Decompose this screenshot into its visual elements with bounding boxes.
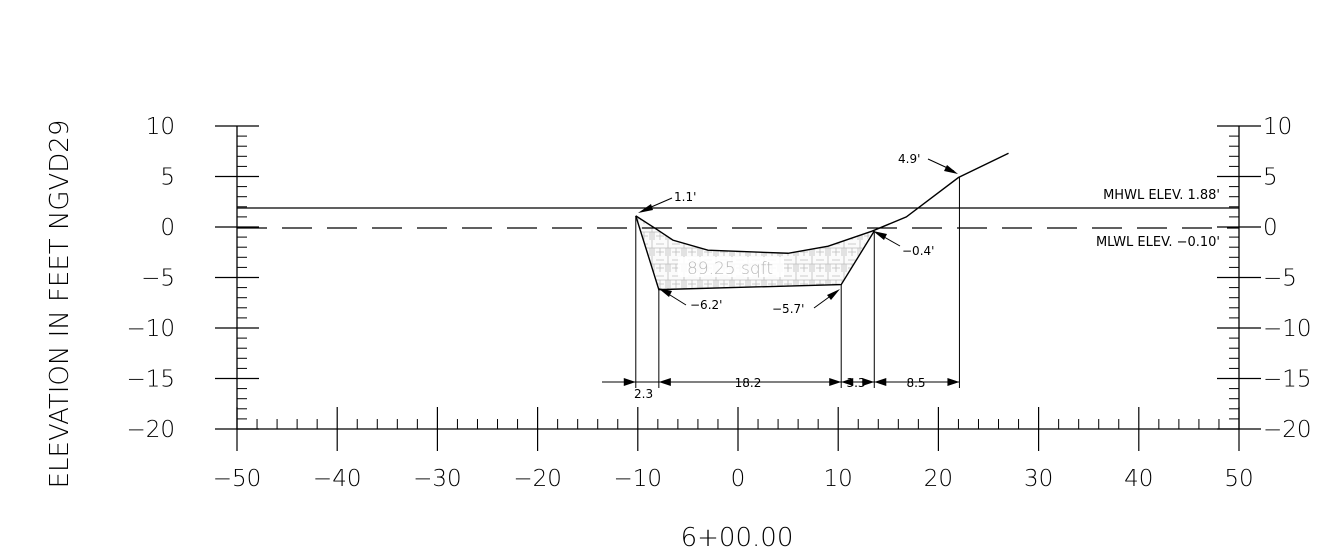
dim-arrowhead: [623, 378, 636, 386]
dim-arrowhead: [862, 378, 875, 386]
y-tick-label-right: 10: [1263, 114, 1292, 140]
dim-arrowhead: [874, 378, 887, 386]
dim-label-8.5: 8.5: [906, 376, 925, 390]
callout-label-1.1: 1.1': [674, 190, 696, 204]
y-tick-label-right: −15: [1263, 367, 1312, 393]
y-axis-title: ELEVATION IN FEET NGVD29: [45, 120, 75, 489]
callout-neg5.7: −5.7': [772, 289, 840, 316]
y-tick-label-left: 5: [160, 165, 175, 191]
x-tick-label: −40: [313, 466, 362, 492]
callout-label-neg6.2: −6.2': [690, 298, 722, 312]
x-axis-title: 6+00.00: [681, 523, 794, 553]
callout-label-neg5.7: −5.7': [772, 302, 804, 316]
dim-arrowhead: [841, 378, 854, 386]
y-tick-label-left: −15: [126, 367, 175, 393]
callout-label-4.9: 4.9': [898, 152, 920, 166]
x-tick-label: 10: [824, 466, 853, 492]
y-tick-label-left: −10: [126, 316, 175, 342]
callout-4.9: 4.9': [898, 152, 958, 174]
dim-arrowhead: [947, 378, 960, 386]
y-tick-label-left: −20: [126, 417, 175, 443]
dim-label-3.3: 3.3: [846, 376, 865, 390]
y-tick-label-right: 5: [1263, 165, 1278, 191]
mlwl-label: MLWL ELEV. −0.10': [1096, 235, 1220, 250]
callout-1.1: 1.1': [638, 190, 696, 213]
x-tick-label: 50: [1224, 466, 1253, 492]
y-tick-label-left: −5: [141, 266, 175, 292]
dim-label-18.2: 18.2: [735, 376, 762, 390]
y-tick-label-left: 0: [160, 215, 175, 241]
x-tick-label: −20: [513, 466, 562, 492]
x-tick-label: −10: [614, 466, 663, 492]
callout-neg6.2: −6.2': [658, 288, 722, 312]
area-label: 89.25 sqft: [687, 259, 773, 279]
area-label-bg: [678, 257, 784, 277]
callout-label-neg0.4: −0.4': [902, 244, 934, 258]
dimension-lines: [602, 177, 960, 388]
y-tick-label-right: −5: [1263, 266, 1297, 292]
y-tick-label-right: 0: [1263, 215, 1278, 241]
y-tick-label-left: 10: [146, 114, 175, 140]
callout-neg0.4: −0.4': [873, 231, 934, 258]
x-tick-label: 40: [1124, 466, 1153, 492]
y-tick-label-right: −20: [1263, 417, 1312, 443]
y-tick-label-right: −10: [1263, 316, 1312, 342]
dredge-template-line: [635, 215, 875, 291]
x-tick-label: 0: [731, 466, 746, 492]
mhwl-label: MHWL ELEV. 1.88': [1103, 188, 1220, 203]
x-tick-label: −50: [213, 466, 262, 492]
x-tick-label: −30: [413, 466, 462, 492]
existing-ground-line: [635, 152, 1009, 254]
dim-label-2.3: 2.3: [634, 387, 653, 401]
dim-arrowhead: [658, 378, 671, 386]
dim-arrowhead: [829, 378, 842, 386]
x-tick-label: 20: [924, 466, 953, 492]
x-tick-label: 30: [1024, 466, 1053, 492]
